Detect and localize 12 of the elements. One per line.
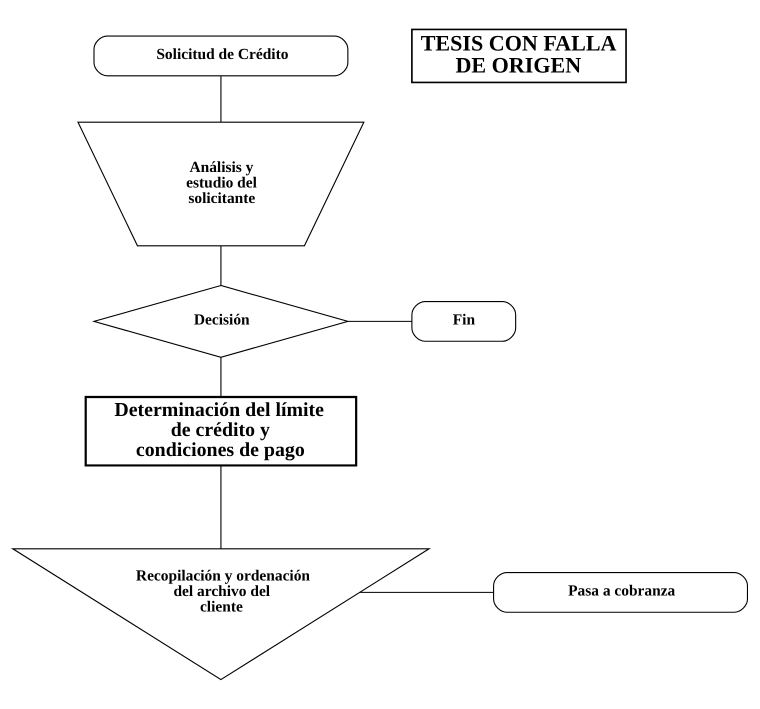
node-box: Determinación del límite de crédito y condiciones de pago: [84, 396, 358, 467]
node-diamond: Decisión: [92, 284, 350, 358]
connector: [220, 76, 222, 122]
node-box: Fin: [411, 300, 516, 342]
connector: [360, 592, 494, 593]
connector: [220, 466, 222, 549]
node-box: TESIS CON FALLA DE ORIGEN: [411, 28, 627, 84]
connector: [220, 246, 222, 286]
connector: [220, 357, 222, 397]
connector: [348, 320, 412, 322]
node-box: Solicitud de Crédito: [93, 35, 348, 76]
node-box: Pasa a cobranza: [493, 572, 748, 613]
